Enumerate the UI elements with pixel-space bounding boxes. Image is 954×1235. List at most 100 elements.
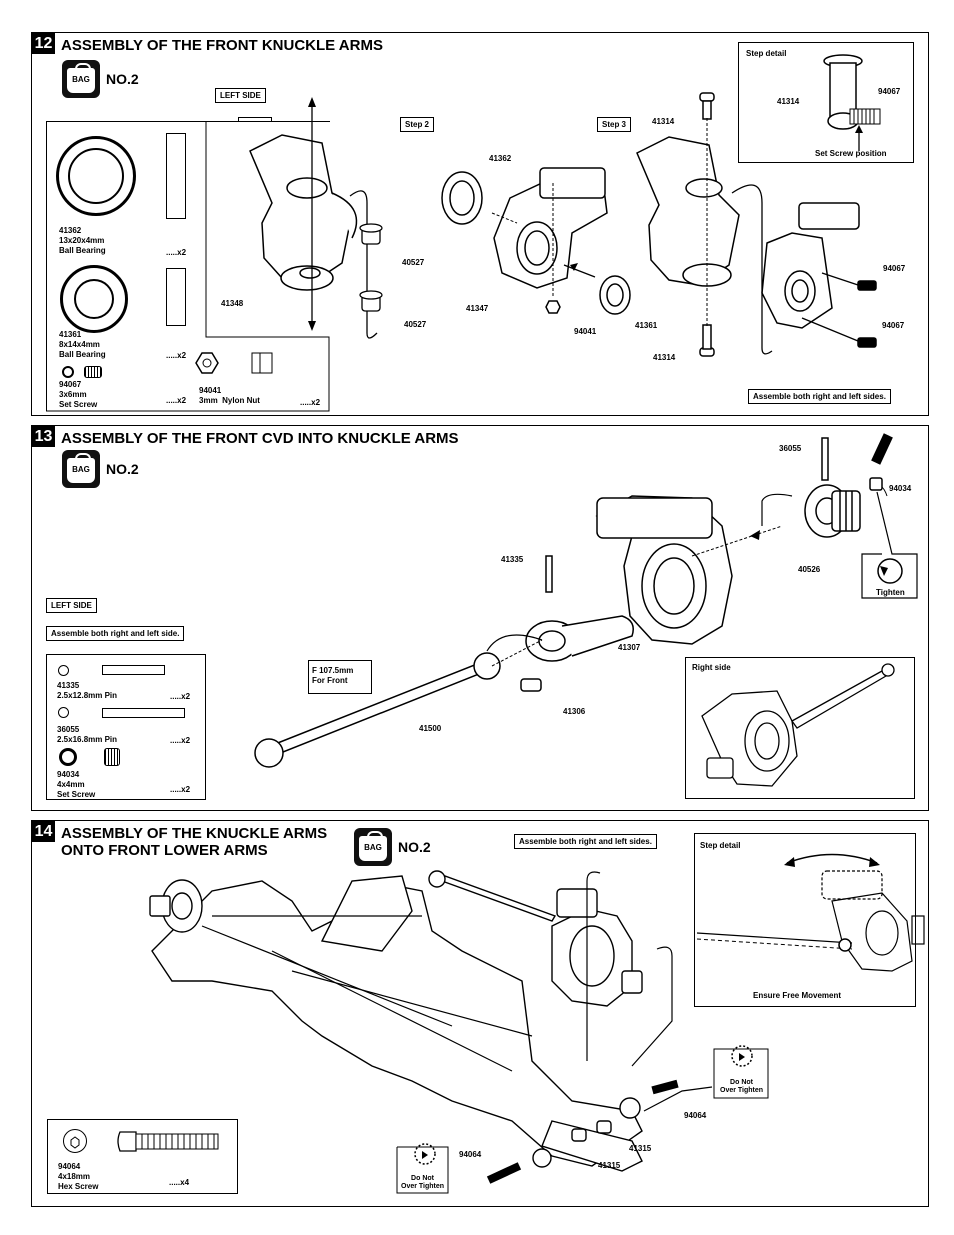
part-94034-id: 94034 — [57, 770, 80, 779]
callout-94041: 94041 — [574, 327, 597, 336]
set-screw-94067-icon — [62, 366, 74, 378]
bearing-41362-inner — [68, 148, 124, 204]
step-2-label: Step 2 — [400, 117, 435, 132]
length-note-box — [308, 660, 372, 694]
assemble-note-12: Assemble both right and left sides. — [748, 389, 891, 404]
bearing-41361-inner — [74, 279, 114, 319]
callout-41307: 41307 — [618, 643, 641, 652]
part-41362-id: 41362 — [59, 226, 82, 235]
lower-arm-assembly-diagram — [149, 870, 769, 1194]
bag-icon: BAG — [62, 450, 100, 488]
cvd-assembly-diagram — [254, 433, 918, 768]
callout-94064-b: 94064 — [459, 1150, 482, 1159]
part-94067-id: 94067 — [59, 380, 82, 389]
callout-36055: 36055 — [779, 444, 802, 453]
knuckle-assembly-diagram — [249, 92, 877, 357]
bag-number: NO.2 — [106, 71, 139, 87]
callout-41361: 41361 — [635, 321, 658, 330]
section-14: 14 ASSEMBLY OF THE KNUCKLE ARMS ONTO FRO… — [31, 820, 929, 1207]
tighten-label: Tighten — [876, 588, 905, 597]
section-number: 12 — [32, 33, 55, 54]
right-side-drawing — [701, 663, 895, 787]
section-number: 13 — [32, 426, 55, 447]
step-detail-caption: Ensure Free Movement — [753, 991, 842, 1000]
hex-screw-head-icon — [63, 1129, 87, 1153]
part-41361-id: 41361 — [59, 330, 82, 339]
step-detail-movement-drawing — [696, 853, 925, 972]
hex-screw-94064-icon — [70, 1131, 219, 1152]
bag-number: NO.2 — [398, 839, 431, 855]
callout-94067-a: 94067 — [883, 264, 906, 273]
callout-41315-b: 41315 — [598, 1161, 621, 1170]
warning-do-not-over-tighten-a: Do Not Over Tighten — [720, 1079, 764, 1094]
bag-badge: BAG NO.2 — [62, 450, 139, 488]
right-side-label: Right side — [692, 663, 731, 672]
callout-41335: 41335 — [501, 555, 524, 564]
bearing-41362-side-icon — [166, 133, 186, 219]
bearing-41362-icon — [56, 136, 136, 216]
step-detail-box-14 — [694, 833, 916, 1007]
pin-41335-icon — [102, 665, 165, 675]
callout-94034: 94034 — [889, 484, 912, 493]
step-detail-title: Step detail — [700, 841, 741, 850]
part-94034-desc: 4x4mm Set Screw — [57, 780, 96, 799]
bearing-41361-icon — [60, 265, 128, 333]
nylon-nut-icon — [195, 352, 273, 374]
part-41335-qty: .....x2 — [170, 692, 191, 701]
warning-do-not-over-tighten-b: Do Not Over Tighten — [401, 1175, 445, 1190]
bag-badge: BAG NO.2 — [354, 828, 431, 866]
step-detail-pin-drawing — [823, 54, 881, 151]
bag-number: NO.2 — [106, 461, 139, 477]
callout-94067-b: 94067 — [882, 321, 905, 330]
bearing-41361-side-icon — [166, 268, 186, 326]
callout-41314-b: 41314 — [653, 353, 676, 362]
step-detail-caption: Set Screw position — [815, 149, 887, 158]
left-side-label: LEFT SIDE — [215, 88, 266, 103]
callout-41347: 41347 — [466, 304, 489, 313]
part-94041-id: 94041 — [199, 386, 222, 395]
part-41362-qty: .....x2 — [166, 248, 187, 257]
callout-41348: 41348 — [221, 299, 244, 308]
callout-41306: 41306 — [563, 707, 586, 716]
part-94064-desc: 4x18mm Hex Screw — [58, 1172, 99, 1191]
bag-badge: BAG NO.2 — [62, 60, 139, 98]
callout-40527-a: 40527 — [402, 258, 425, 267]
parts-box — [46, 654, 206, 800]
section-title: ASSEMBLY OF THE FRONT KNUCKLE ARMS — [61, 37, 383, 54]
part-36055-desc: 2.5x16.8mm Pin — [57, 735, 118, 744]
step-detail-part-b: 94067 — [878, 87, 901, 96]
bag-icon: BAG — [354, 828, 392, 866]
section-12: 12 ASSEMBLY OF THE FRONT KNUCKLE ARMS BA… — [31, 32, 929, 416]
callout-40526: 40526 — [798, 565, 821, 574]
part-41361-qty: .....x2 — [166, 351, 187, 360]
callout-94064-a: 94064 — [684, 1111, 707, 1120]
part-94067-qty: .....x2 — [166, 396, 187, 405]
part-94034-qty: .....x2 — [170, 785, 191, 794]
callout-40527-b: 40527 — [404, 320, 427, 329]
step-detail-part-a: 41314 — [777, 97, 800, 106]
part-36055-qty: .....x2 — [170, 736, 191, 745]
part-36055-id: 36055 — [57, 725, 80, 734]
section-number: 14 — [32, 821, 55, 842]
section-title: ASSEMBLY OF THE KNUCKLE ARMS ONTO FRONT … — [61, 825, 328, 859]
pin-36055-end-icon — [58, 707, 69, 718]
step-3-label: Step 3 — [597, 117, 632, 132]
part-41361-desc: 8x14x4mm Ball Bearing — [59, 340, 106, 359]
part-94041-qty: .....x2 — [300, 398, 321, 407]
set-screw-94034-icon — [59, 748, 77, 766]
parts-box-outline — [46, 121, 330, 412]
length-note: F 107.5mm For Front — [312, 666, 354, 685]
part-94064-id: 94064 — [58, 1162, 81, 1171]
part-94041-desc: 3mm Nylon Nut — [199, 396, 260, 405]
callout-41500: 41500 — [419, 724, 442, 733]
callout-41314-a: 41314 — [652, 117, 675, 126]
bag-icon: BAG — [62, 60, 100, 98]
pin-36055-icon — [102, 708, 185, 718]
part-41362-desc: 13x20x4mm Ball Bearing — [59, 236, 106, 255]
assemble-note-14: Assemble both right and left sides. — [514, 834, 657, 849]
callout-41362: 41362 — [489, 154, 512, 163]
section-13: 13 ASSEMBLY OF THE FRONT CVD INTO KNUCKL… — [31, 425, 929, 811]
left-side-label: LEFT SIDE — [46, 598, 97, 613]
set-screw-94067-side-icon — [84, 366, 102, 378]
assemble-note-13: Assemble both right and left side. — [46, 626, 185, 641]
